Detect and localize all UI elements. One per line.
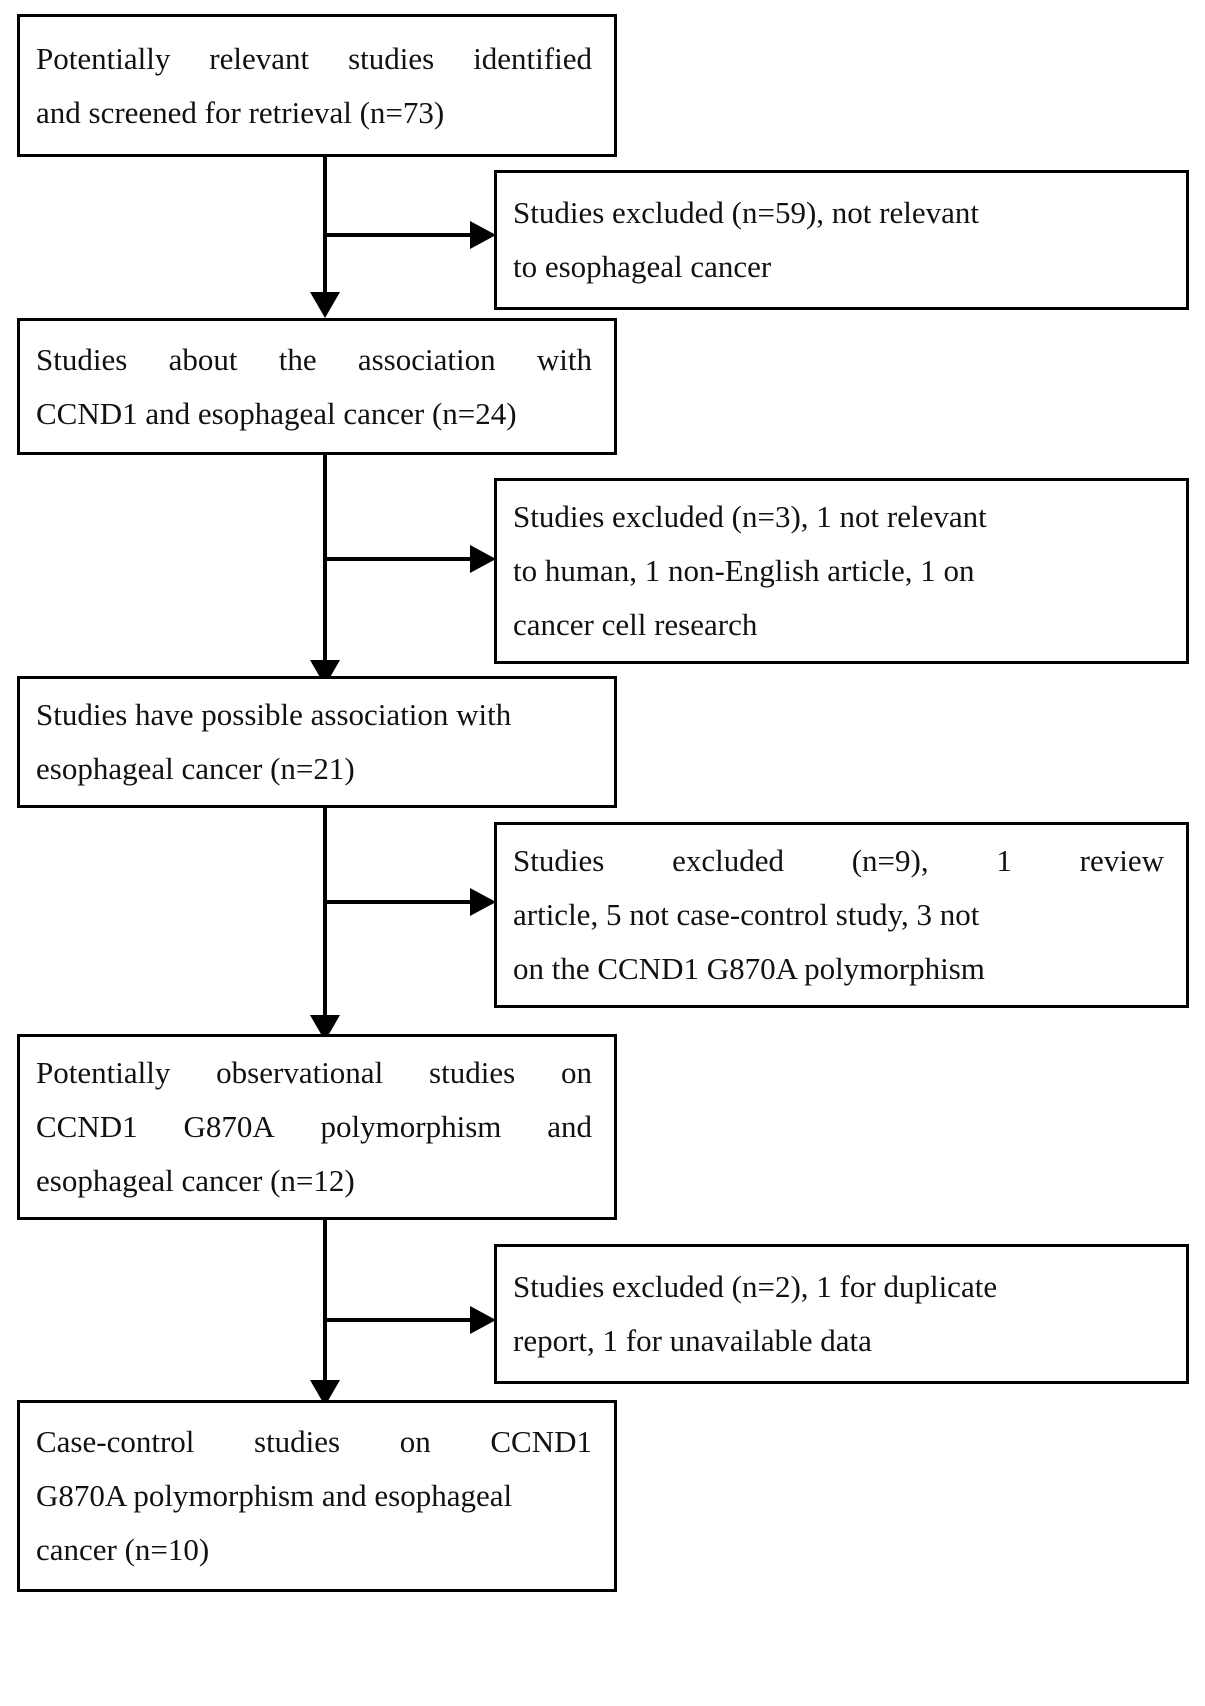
flow-box-identified-line-1: Potentially relevant studies identified bbox=[20, 32, 614, 86]
text-segment: polymorphism bbox=[320, 1109, 502, 1144]
flow-box-possible-association-line-2: esophageal cancer (n=21) bbox=[36, 751, 355, 786]
flow-box-case-control-final-line-1: Case-control studies on CCND1 bbox=[20, 1415, 614, 1469]
connector-line-4 bbox=[323, 1220, 327, 1385]
text-segment: Potentially bbox=[36, 1055, 171, 1090]
text-segment: studies bbox=[429, 1055, 516, 1090]
text-segment: observational bbox=[216, 1055, 384, 1090]
text-segment: CCND1 bbox=[490, 1424, 592, 1459]
text-segment: G870A bbox=[183, 1109, 275, 1144]
exclusion-box-excluded-3: Studies excluded (n=3), 1 not relevant t… bbox=[494, 478, 1189, 664]
text-segment: review bbox=[1079, 843, 1164, 878]
flow-box-case-control-final-line-3: cancer (n=10) bbox=[36, 1532, 210, 1567]
text-segment: on bbox=[399, 1424, 431, 1459]
arrow-right-4 bbox=[470, 1306, 496, 1334]
flow-box-possible-association-line-1: Studies have possible association with bbox=[36, 697, 512, 732]
flow-box-association-ccnd1-line-1: Studies about the association with bbox=[20, 333, 614, 387]
flow-box-identified: Potentially relevant studies identified … bbox=[17, 14, 617, 157]
connector-line-3 bbox=[323, 808, 327, 1020]
text-segment: excluded bbox=[672, 843, 784, 878]
text-segment: (n=9), bbox=[851, 843, 929, 878]
text-segment: Studies bbox=[513, 843, 605, 878]
text-segment: CCND1 bbox=[36, 1109, 138, 1144]
connector-line-1 bbox=[323, 157, 327, 297]
exclusion-box-excluded-2: Studies excluded (n=2), 1 for duplicate … bbox=[494, 1244, 1189, 1384]
flow-box-case-control-final-line-2: G870A polymorphism and esophageal bbox=[36, 1478, 513, 1513]
text-segment: about bbox=[168, 341, 238, 377]
text-segment: and bbox=[547, 1109, 592, 1144]
text-segment: 1 bbox=[996, 843, 1012, 878]
arrow-down-1 bbox=[310, 292, 340, 318]
exclusion-box-excluded-3-line-2: to human, 1 non-English article, 1 on bbox=[513, 553, 975, 588]
text-segment: relevant bbox=[209, 40, 310, 76]
text-segment: the bbox=[278, 341, 317, 377]
branch-line-4 bbox=[323, 1318, 473, 1322]
flow-box-observational: Potentially observational studies on CCN… bbox=[17, 1034, 617, 1220]
text-segment: studies bbox=[348, 40, 435, 76]
flow-box-observational-line-2: CCND1 G870A polymorphism and bbox=[20, 1100, 614, 1154]
exclusion-box-excluded-3-line-1: Studies excluded (n=3), 1 not relevant bbox=[513, 499, 987, 534]
flow-box-identified-line-2: and screened for retrieval (n=73) bbox=[36, 94, 445, 130]
flow-box-case-control-final: Case-control studies on CCND1 G870A poly… bbox=[17, 1400, 617, 1592]
exclusion-box-excluded-9-line-3: on the CCND1 G870A polymorphism bbox=[513, 951, 985, 986]
exclusion-box-excluded-59-line-1: Studies excluded (n=59), not relevant bbox=[513, 195, 979, 230]
text-segment: Studies bbox=[36, 341, 128, 377]
arrow-right-1 bbox=[470, 221, 496, 249]
exclusion-box-excluded-59: Studies excluded (n=59), not relevant to… bbox=[494, 170, 1189, 310]
text-segment: with bbox=[536, 341, 592, 377]
flow-box-observational-line-1: Potentially observational studies on bbox=[20, 1046, 614, 1100]
flow-box-observational-line-3: esophageal cancer (n=12) bbox=[36, 1163, 355, 1198]
branch-line-3 bbox=[323, 900, 473, 904]
exclusion-box-excluded-3-line-3: cancer cell research bbox=[513, 607, 758, 642]
branch-line-1 bbox=[323, 233, 473, 237]
exclusion-box-excluded-2-line-1: Studies excluded (n=2), 1 for duplicate bbox=[513, 1269, 998, 1304]
text-segment: Case-control bbox=[36, 1424, 195, 1459]
exclusion-box-excluded-9-line-2: article, 5 not case-control study, 3 not bbox=[513, 897, 980, 932]
arrow-right-2 bbox=[470, 545, 496, 573]
text-segment: studies bbox=[254, 1424, 341, 1459]
flow-box-association-ccnd1-line-2: CCND1 and esophageal cancer (n=24) bbox=[36, 395, 517, 431]
text-segment: identified bbox=[473, 40, 592, 76]
text-segment: on bbox=[561, 1055, 592, 1090]
exclusion-box-excluded-9: Studies excluded (n=9), 1 review article… bbox=[494, 822, 1189, 1008]
text-segment: association bbox=[357, 341, 496, 377]
exclusion-box-excluded-59-line-2: to esophageal cancer bbox=[513, 249, 772, 284]
flow-box-association-ccnd1: Studies about the association with CCND1… bbox=[17, 318, 617, 455]
branch-line-2 bbox=[323, 557, 473, 561]
text-segment: Potentially bbox=[36, 40, 171, 76]
flow-box-possible-association: Studies have possible association with e… bbox=[17, 676, 617, 808]
exclusion-box-excluded-9-line-1: Studies excluded (n=9), 1 review bbox=[497, 834, 1186, 888]
exclusion-box-excluded-2-line-2: report, 1 for unavailable data bbox=[513, 1323, 872, 1358]
arrow-right-3 bbox=[470, 888, 496, 916]
